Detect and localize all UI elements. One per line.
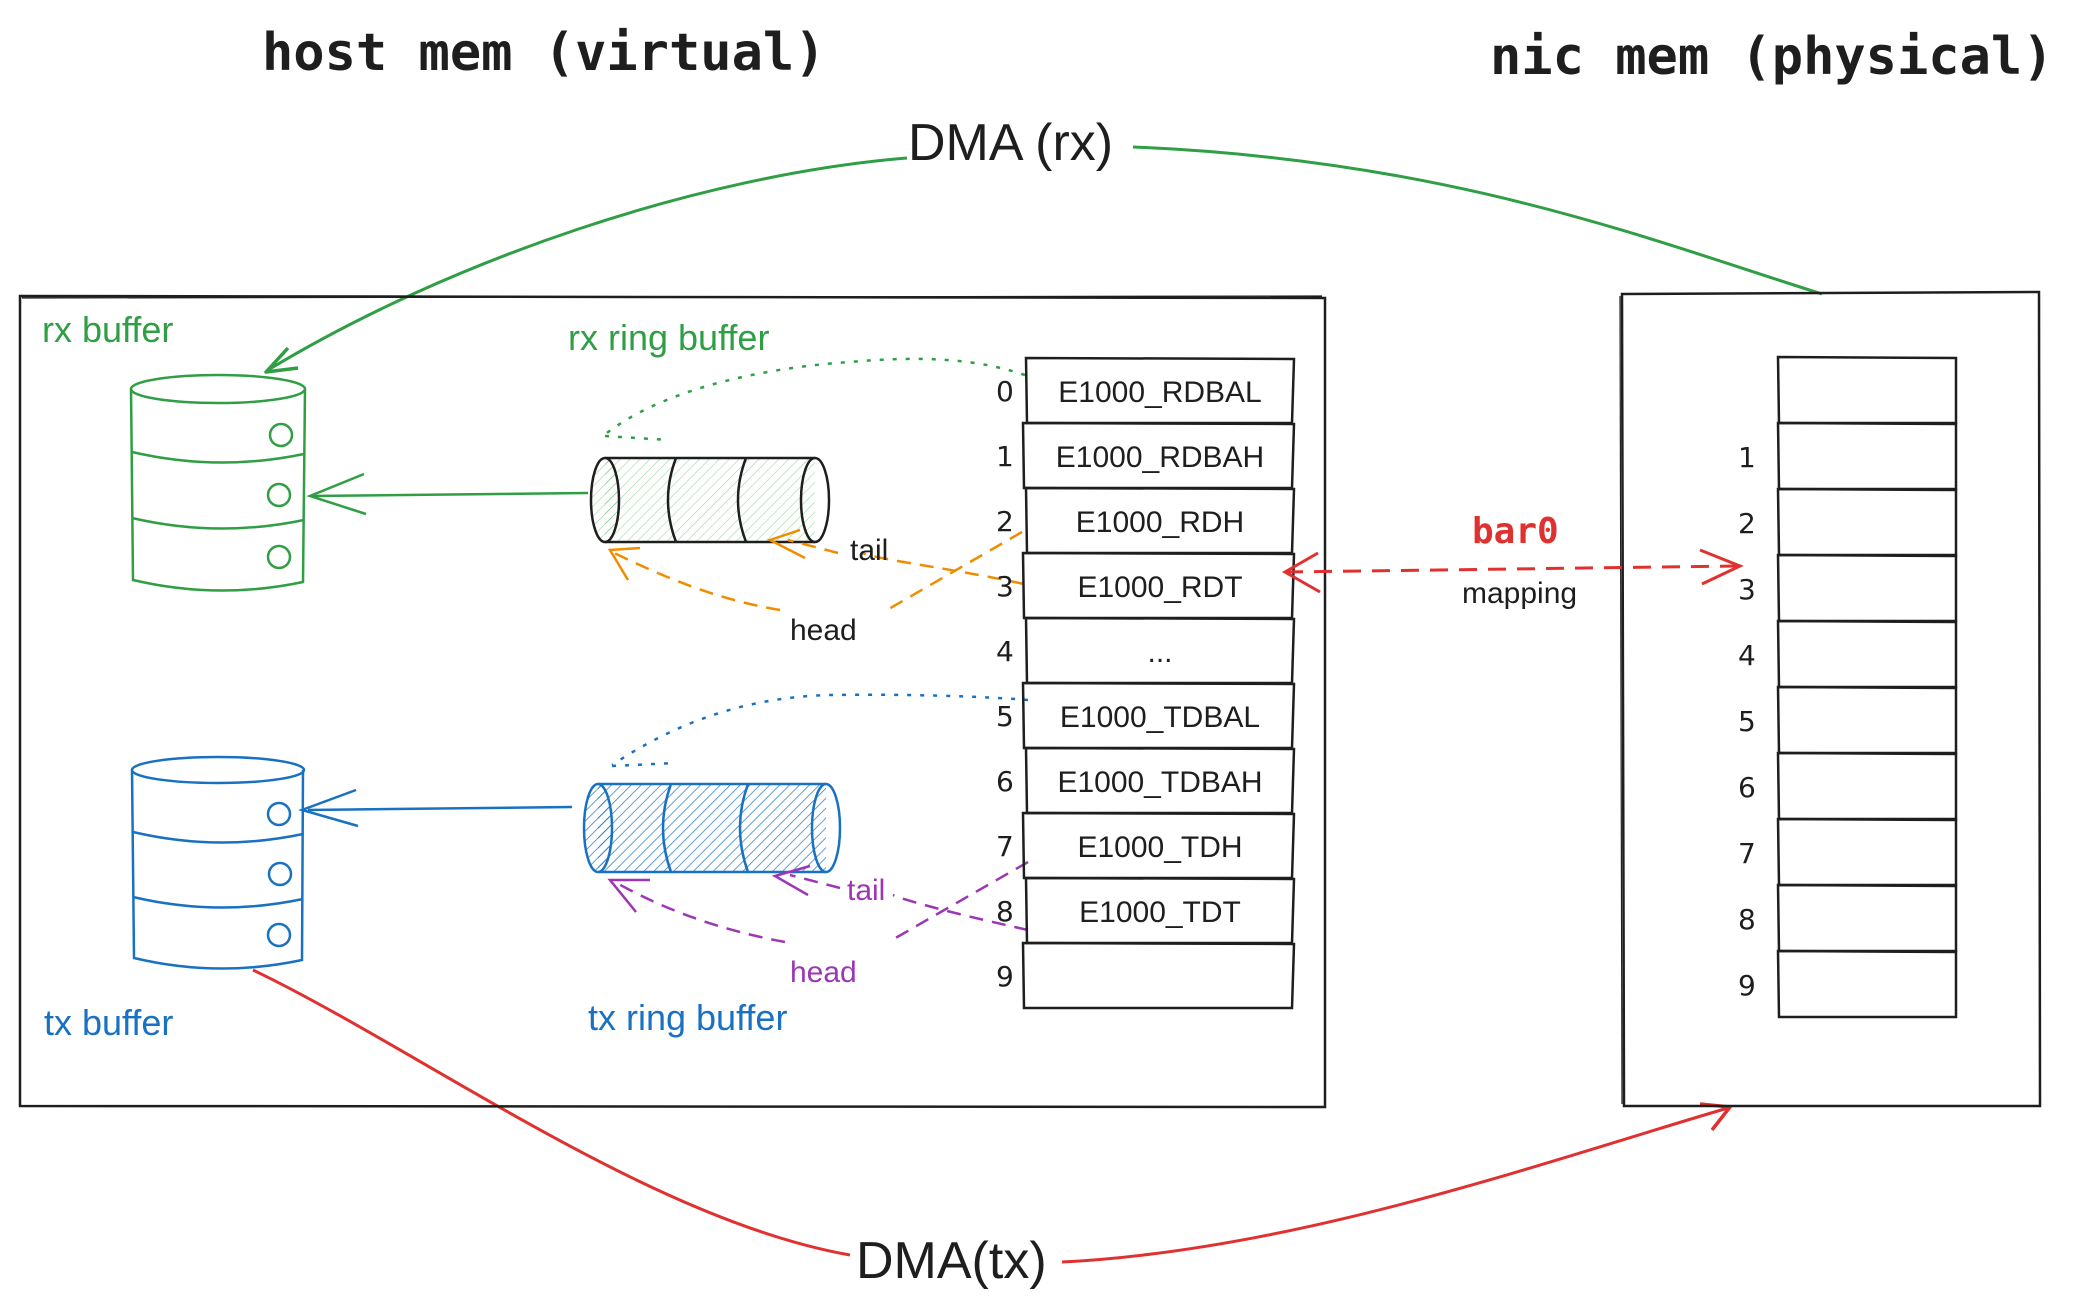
nic-register-row <box>1776 355 1958 425</box>
host-register-index: 1 <box>996 440 1014 473</box>
nic-register-row: 3 <box>1738 553 1958 623</box>
nic-register-row: 1 <box>1738 421 1958 491</box>
host-register-name: E1000_TDBAH <box>1057 766 1262 799</box>
nic-mem-title: nic mem (physical) <box>1490 27 2054 87</box>
host-register-name: E1000_RDBAH <box>1056 441 1264 474</box>
nic-register-row: 5 <box>1738 685 1958 755</box>
host-register-index: 0 <box>996 375 1014 408</box>
nic-register-cell <box>1776 817 1958 887</box>
rx-tail-label: tail <box>850 534 888 567</box>
nic-register-row: 4 <box>1738 619 1958 689</box>
rx-buffer-label: rx buffer <box>42 309 173 350</box>
tx-head-tail-pointers <box>607 860 1029 944</box>
host-register-index: 3 <box>996 570 1014 603</box>
bar0-mapping-arrow <box>1281 548 1744 594</box>
nic-register-cell <box>1776 355 1958 425</box>
tx-ring-to-buffer-arrow <box>297 788 573 828</box>
host-register-row: 7 E1000_TDH <box>996 811 1296 880</box>
nic-register-index: 4 <box>1738 639 1756 672</box>
nic-register-index: 9 <box>1738 969 1756 1002</box>
nic-register-row: 6 <box>1738 751 1958 821</box>
host-register-row: 4... <box>996 616 1296 685</box>
host-register-row: 0 E1000_RDBAL <box>996 356 1296 425</box>
nic-register-cell <box>1776 883 1958 953</box>
tx-tail-label: tail <box>847 874 885 907</box>
host-register-index: 4 <box>996 635 1014 668</box>
nic-register-index: 8 <box>1738 903 1756 936</box>
nic-register-cell <box>1776 553 1958 623</box>
tx-ring-buffer-icon <box>582 782 842 874</box>
nic-register-row: 2 <box>1738 487 1958 557</box>
nic-register-cell <box>1776 751 1958 821</box>
host-register-row: 2 E1000_RDH <box>996 486 1296 555</box>
nic-register-cell <box>1776 949 1958 1019</box>
tx-buffer-label: tx buffer <box>44 1002 173 1043</box>
host-register-index: 8 <box>996 895 1014 928</box>
host-register-cell <box>1021 941 1296 1010</box>
nic-register-index: 1 <box>1738 441 1756 474</box>
nic-register-index: 6 <box>1738 771 1756 804</box>
host-register-index: 7 <box>996 830 1014 863</box>
tx-head-label: head <box>790 956 857 989</box>
host-memory-box <box>18 294 1327 1109</box>
host-register-row: 3 E1000_RDT <box>996 551 1296 620</box>
host-register-name: E1000_RDBAL <box>1058 376 1261 409</box>
nic-register-row: 7 <box>1738 817 1958 887</box>
rx-ring-buffer-icon <box>589 456 831 544</box>
mapping-label: mapping <box>1462 577 1577 610</box>
nic-register-table: 1 2 3 4 5 6 7 8 9 <box>1738 355 1958 1019</box>
dma-tx-arrow <box>252 968 1732 1264</box>
host-register-name: E1000_TDH <box>1077 831 1242 864</box>
nic-memory-box <box>1619 290 2042 1108</box>
host-register-row: 5 E1000_TDBAL <box>996 681 1296 750</box>
host-register-row: 8 E1000_TDT <box>996 876 1296 945</box>
host-register-name: E1000_RDT <box>1077 571 1242 604</box>
host-register-name: E1000_RDH <box>1076 506 1244 539</box>
nic-register-index: 3 <box>1738 573 1756 606</box>
host-mem-title: host mem (virtual) <box>262 23 826 83</box>
host-register-name: E1000_TDT <box>1079 896 1241 929</box>
bar0-label: bar0 <box>1472 511 1559 552</box>
nic-register-row: 8 <box>1738 883 1958 953</box>
rx-head-tail-pointers <box>607 528 1025 612</box>
host-register-name: ... <box>1147 636 1172 669</box>
rx-buffer-database-icon <box>129 373 307 592</box>
nic-register-cell <box>1776 487 1958 557</box>
dma-tx-label: DMA(tx) <box>856 1232 1047 1290</box>
host-register-index: 9 <box>996 960 1014 993</box>
host-register-index: 6 <box>996 765 1014 798</box>
tx-ring-buffer-label: tx ring buffer <box>588 997 787 1038</box>
tx-base-address-dotted-line <box>611 693 1029 768</box>
host-register-index: 5 <box>996 700 1014 733</box>
host-register-index: 2 <box>996 505 1014 538</box>
nic-register-index: 7 <box>1738 837 1756 870</box>
host-register-name: E1000_TDBAL <box>1060 701 1260 734</box>
rx-base-address-dotted-line <box>602 357 1026 442</box>
nic-register-row: 9 <box>1738 949 1958 1019</box>
tx-buffer-database-icon <box>130 755 306 970</box>
dma-rx-arrow <box>264 145 1823 374</box>
nic-register-cell <box>1776 619 1958 689</box>
host-register-row: 9 <box>996 941 1296 1010</box>
rx-ring-to-buffer-arrow <box>306 472 589 516</box>
dma-rx-label: DMA (rx) <box>908 114 1113 172</box>
rx-head-label: head <box>790 614 857 647</box>
host-register-row: 1 E1000_RDBAH <box>996 421 1296 490</box>
nic-register-index: 5 <box>1738 705 1756 738</box>
nic-register-cell <box>1776 685 1958 755</box>
nic-register-index: 2 <box>1738 507 1756 540</box>
nic-register-cell <box>1776 421 1958 491</box>
host-register-row: 6 E1000_TDBAH <box>996 746 1296 815</box>
rx-ring-buffer-label: rx ring buffer <box>568 317 769 358</box>
